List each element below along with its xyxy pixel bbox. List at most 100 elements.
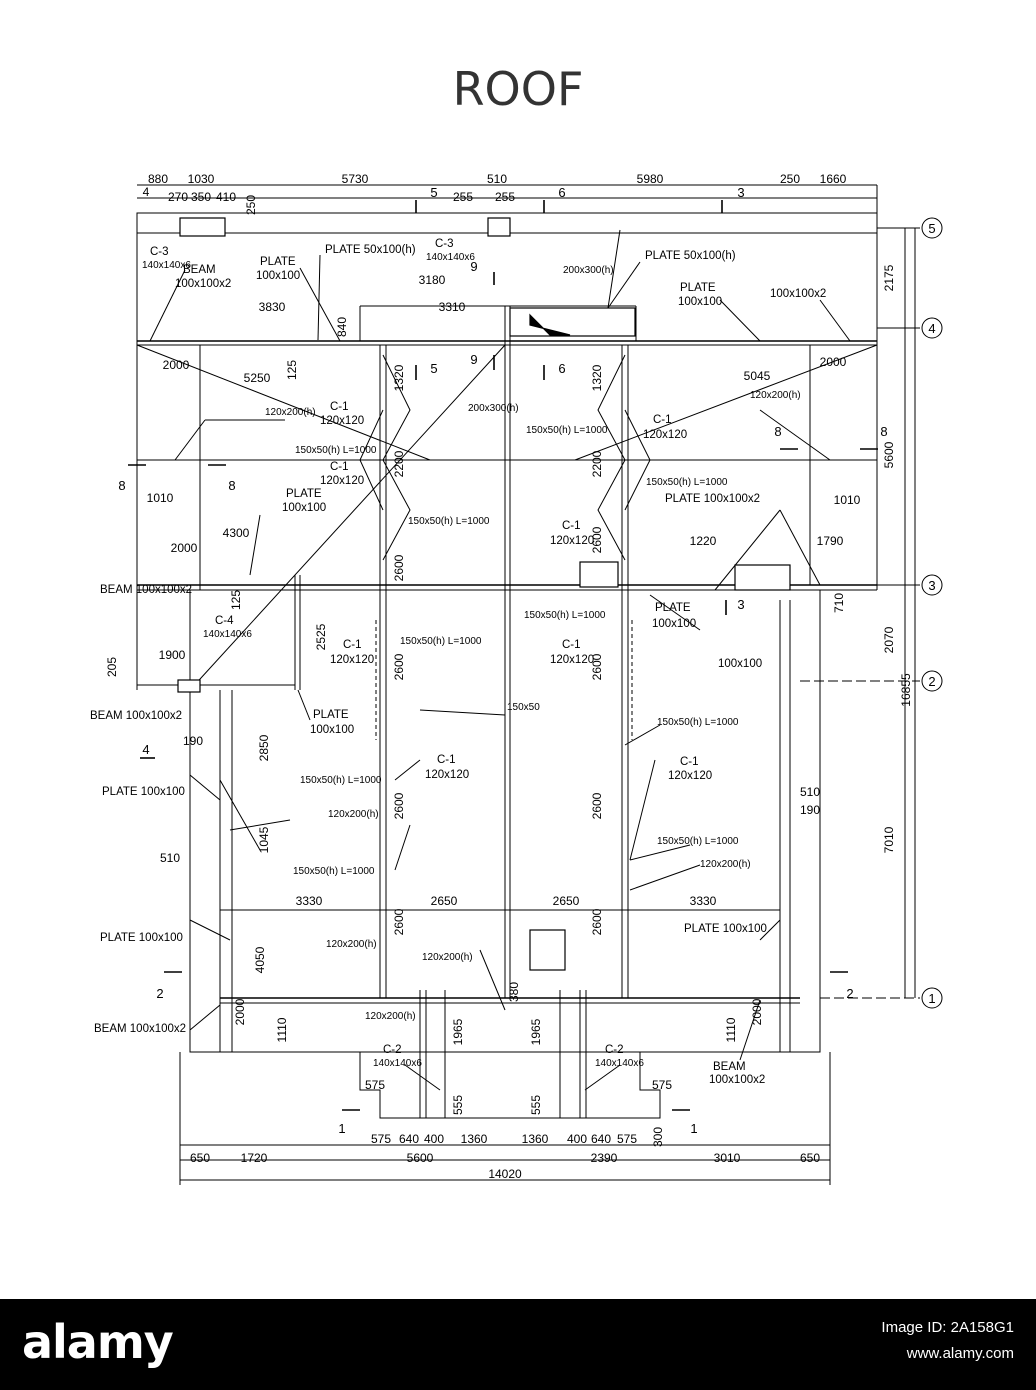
label-size: 120x200(h) xyxy=(750,390,801,401)
section-mark: 8 xyxy=(228,478,235,493)
label-size: 200x300(h) xyxy=(468,403,519,414)
dim-top: 1030 xyxy=(188,172,215,186)
inner-dimensions: 3180 3310 3830 840 2000 5250 125 1320 13… xyxy=(105,273,861,1147)
dim-top: 880 xyxy=(148,172,168,186)
label-c1-size: 120x120 xyxy=(320,415,364,427)
dim-bottom-a: 575 xyxy=(371,1132,391,1146)
axis-2: 2 xyxy=(928,674,935,689)
dim-bottom-a: 575 xyxy=(617,1132,637,1146)
dim-inner: 3330 xyxy=(296,894,323,908)
dim-inner: 575 xyxy=(365,1078,385,1092)
dim-bottom-b: 650 xyxy=(800,1151,820,1165)
axis-3: 3 xyxy=(928,578,935,593)
label-profile: 140x140x6 xyxy=(203,629,252,640)
dim-inner: 2200 xyxy=(590,450,604,477)
label-bracket: 150x50(h) L=1000 xyxy=(657,717,739,728)
site-url: www.alamy.com xyxy=(906,1345,1014,1362)
dim-top: 510 xyxy=(487,172,507,186)
image-id-text: Image ID: 2A158G1 xyxy=(881,1319,1014,1336)
label-bracket: 150x50(h) L=1000 xyxy=(524,610,606,621)
dim-inner: 1900 xyxy=(159,648,186,662)
label-c1: C-1 xyxy=(653,414,672,426)
label-plate: PLATE xyxy=(260,256,296,268)
label-plate-size: 100x100 xyxy=(678,296,722,308)
dim-top-sub: 270 xyxy=(168,190,188,204)
dim-top: 5730 xyxy=(342,172,369,186)
window-boxes xyxy=(177,217,791,971)
label-c1-size: 120x120 xyxy=(320,475,364,487)
label-beam: BEAM 100x100x2 xyxy=(100,584,192,596)
dim-inner: 2000 xyxy=(233,998,247,1025)
axis-4: 4 xyxy=(928,321,935,336)
section-marks: 5 6 3 9 5 9 6 8 8 8 8 3 4 2 2 1 1 xyxy=(118,185,887,1136)
dim-top-sub: 4 xyxy=(143,185,150,199)
grid-axis-markers xyxy=(921,217,943,1009)
label-profile: 140x140x6 xyxy=(426,252,475,263)
label-plate-size: 100x100 xyxy=(282,502,326,514)
dim-inner: 4300 xyxy=(223,526,250,540)
dim-inner: 510 xyxy=(160,851,180,865)
dim-inner: 2000 xyxy=(171,541,198,555)
label-c1-size: 120x120 xyxy=(550,654,594,666)
label-profile: 140x140x6 xyxy=(373,1058,422,1069)
dim-inner: 2600 xyxy=(590,526,604,553)
dim-inner: 125 xyxy=(285,360,299,380)
alamy-logo: alamy xyxy=(22,1315,174,1369)
label-plate: PLATE xyxy=(313,709,349,721)
dim-inner: 1110 xyxy=(724,1017,738,1042)
section-mark: 6 xyxy=(558,185,565,200)
dim-right: 190 xyxy=(800,803,820,817)
label-c1: C-1 xyxy=(343,639,362,651)
label-bracket: 150x50(h) L=1000 xyxy=(526,425,608,436)
dim-bottom-a: 400 xyxy=(567,1132,587,1146)
dim-bottom-a: 1360 xyxy=(522,1132,549,1146)
dim-inner: 205 xyxy=(105,657,119,677)
axis-1: 1 xyxy=(928,991,935,1006)
dim-inner: 1320 xyxy=(590,364,604,391)
dim-inner: 555 xyxy=(451,1095,465,1115)
dim-inner: 2650 xyxy=(553,894,580,908)
dim-inner: 1320 xyxy=(392,364,406,391)
dim-bottom-a: 640 xyxy=(591,1132,611,1146)
dim-inner: 1010 xyxy=(834,493,861,507)
label-beam-size: 100x100x2 xyxy=(175,278,231,290)
section-mark: 5 xyxy=(430,185,437,200)
label-profile: 140x140x6 xyxy=(142,260,191,271)
section-mark: 2 xyxy=(156,986,163,1001)
section-mark: 4 xyxy=(142,742,149,757)
dim-inner: 3830 xyxy=(259,300,286,314)
dim-top: 250 xyxy=(780,172,800,186)
dim-inner: 3310 xyxy=(439,300,466,314)
label-bracket-short: 150x50 xyxy=(507,702,540,713)
section-mark: 6 xyxy=(558,361,565,376)
label-beam: BEAM xyxy=(713,1061,746,1073)
dim-inner: 2850 xyxy=(257,734,271,761)
dim-right: 5600 xyxy=(882,441,896,468)
label-plate: PLATE xyxy=(655,602,691,614)
dim-right: 2175 xyxy=(882,264,896,291)
dim-inner: 1965 xyxy=(529,1018,543,1045)
label-beam-size: 100x100x2 xyxy=(709,1074,765,1086)
label-c1-size: 120x120 xyxy=(643,429,687,441)
section-mark: 8 xyxy=(880,424,887,439)
dim-right: 510 xyxy=(800,785,820,799)
dim-inner: 2600 xyxy=(392,653,406,680)
label-plate: PLATE xyxy=(680,282,716,294)
label-beam: BEAM 100x100x2 xyxy=(90,710,182,722)
section-mark: 1 xyxy=(338,1121,345,1136)
image-id: Image ID: 2A158G1 www.alamy.com xyxy=(881,1315,1014,1367)
label-profile: 140x140x6 xyxy=(595,1058,644,1069)
label-beam: BEAM xyxy=(183,264,216,276)
section-mark: 9 xyxy=(470,352,477,367)
dim-right: 16855 xyxy=(899,673,913,707)
dim-inner: 2600 xyxy=(590,653,604,680)
section-mark: 3 xyxy=(737,185,744,200)
section-mark: 5 xyxy=(430,361,437,376)
dim-inner: 575 xyxy=(652,1078,672,1092)
label-size: 200x300(h) xyxy=(563,265,614,276)
dim-right: 2070 xyxy=(882,626,896,653)
label-size: 120x200(h) xyxy=(328,809,379,820)
dim-inner: 2000 xyxy=(820,355,847,369)
label-bracket: 150x50(h) L=1000 xyxy=(657,836,739,847)
dim-inner: 300 xyxy=(651,1127,665,1147)
